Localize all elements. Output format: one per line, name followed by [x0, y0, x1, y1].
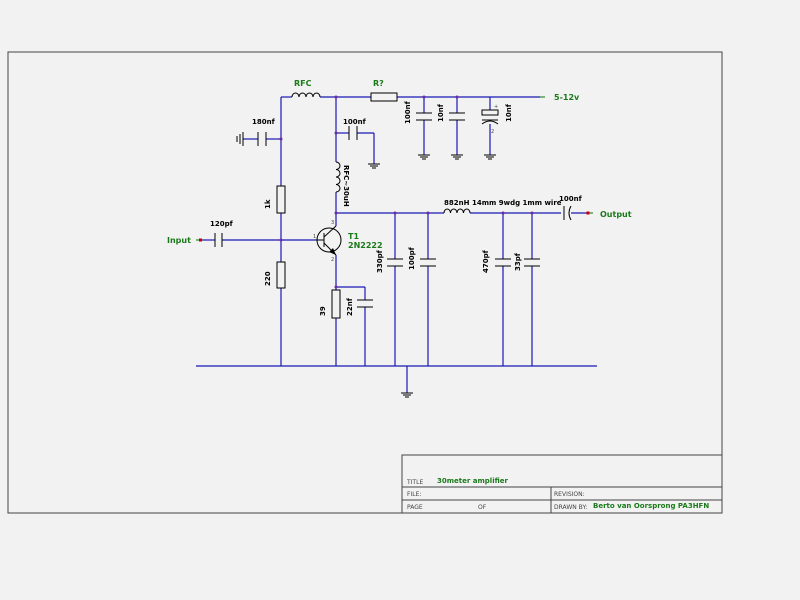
- capacitor-100pf: [420, 258, 436, 267]
- title-block: [401, 454, 723, 514]
- label-winding: 14mm 9wdg 1mm wire: [472, 199, 562, 207]
- label-pin-b: 1: [313, 234, 316, 240]
- label-100nf-output: 100nf: [559, 195, 583, 203]
- label-220: 220: [264, 271, 272, 286]
- capacitor-470pf: [495, 258, 511, 267]
- ground-symbol-supply-3: [484, 154, 496, 160]
- label-output: Output: [600, 210, 632, 219]
- title-label: TITLE: [406, 479, 423, 486]
- label-rfc-collector: RFC~30uH: [342, 165, 350, 207]
- label-39: 39: [319, 306, 327, 316]
- label-rfc-top: RFC: [294, 79, 312, 88]
- label-33pf: 33pf: [514, 252, 522, 271]
- drawn-by-label: DRAWN BY:: [554, 504, 587, 511]
- output-port: [586, 211, 593, 215]
- transistor-t1: [316, 225, 342, 256]
- label-transistor-ref: T1: [348, 232, 359, 241]
- label-180nf: 180nf: [252, 118, 276, 126]
- wires: [196, 96, 597, 393]
- label-pin-c: 3: [331, 220, 334, 226]
- label-100nf-decoupler: 100nf: [343, 118, 367, 126]
- of-label: OF: [478, 504, 487, 511]
- file-label: FILE:: [407, 491, 421, 498]
- capacitor-22nf: [357, 299, 373, 308]
- sheet-border: [7, 51, 723, 514]
- label-100nf-supply: 100nf: [404, 100, 412, 124]
- page-label: PAGE: [407, 504, 423, 511]
- label-22nf: 22nf: [346, 297, 354, 316]
- label-1k: 1k: [264, 199, 272, 209]
- capacitor-180nf: [257, 132, 267, 146]
- input-port: [196, 238, 202, 242]
- electrolytic-capacitor-supply: [481, 109, 499, 125]
- label-100pf: 100pf: [408, 246, 416, 270]
- capacitor-330pf: [387, 258, 403, 267]
- rfc-inductor-collector: [335, 161, 341, 193]
- chassis-ground-symbol: [236, 132, 244, 146]
- rfc-inductor-top: [291, 92, 321, 98]
- resistor-1k: [276, 185, 286, 214]
- capacitor-33pf: [524, 258, 540, 267]
- capacitor-100nf-supply: [416, 112, 432, 121]
- supply-resistor: [370, 92, 398, 102]
- label-cap-plus: +: [494, 104, 498, 110]
- label-120pf: 120pf: [210, 220, 234, 228]
- ground-symbol-supply-2: [451, 154, 463, 160]
- capacitor-100nf-decoupler: [348, 126, 358, 140]
- ground-symbol-supply-1: [418, 154, 430, 160]
- label-pin-e: 2: [331, 257, 334, 263]
- label-882nh: 882nH: [444, 199, 470, 207]
- label-supply: 5-12v: [554, 93, 580, 102]
- label-10uf: 10nf: [505, 103, 513, 122]
- ground-symbol-decoupler: [368, 163, 380, 169]
- junctions: [279, 95, 534, 289]
- capacitor-120pf: [214, 233, 223, 247]
- label-r-supply: R?: [373, 79, 384, 88]
- revision-label: REVISION:: [554, 491, 585, 498]
- title-value: 30meter amplifier: [437, 477, 509, 485]
- label-input: Input: [167, 236, 191, 245]
- label-10nf: 10nf: [437, 103, 445, 122]
- label-transistor-part: 2N2222: [348, 241, 383, 250]
- label-330pf: 330pf: [376, 249, 384, 273]
- inductor-882nh: [443, 208, 471, 214]
- resistor-220: [276, 261, 286, 289]
- drawn-by-value: Berto van Oorsprong PA3HFN: [593, 502, 709, 510]
- capacitor-100nf-output: [563, 205, 572, 221]
- capacitor-10nf-supply: [449, 112, 465, 121]
- label-cap-pin: 2: [491, 129, 494, 135]
- ground-symbol-main: [401, 392, 413, 398]
- label-470pf: 470pf: [482, 249, 490, 273]
- resistor-39: [331, 289, 341, 319]
